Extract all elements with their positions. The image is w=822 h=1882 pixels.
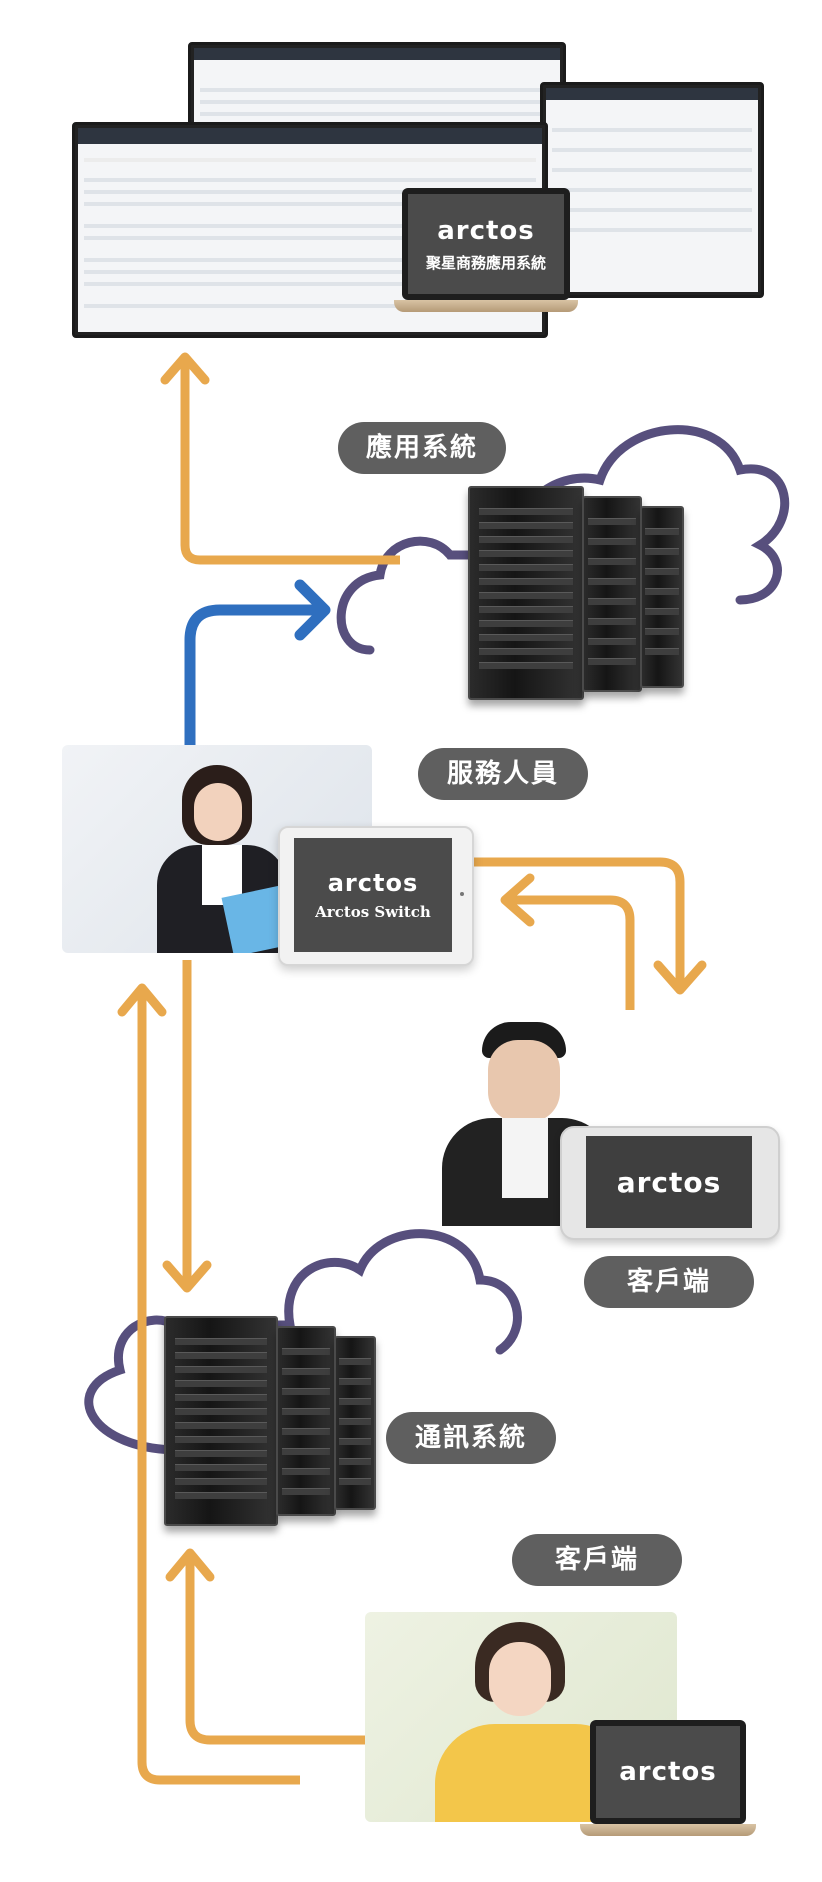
label-communication-system: 通訊系統 — [386, 1412, 556, 1464]
flow-client-to-tablet — [510, 895, 635, 1010]
photo-client-1 — [372, 1018, 682, 1226]
server-bottom-3 — [334, 1336, 376, 1510]
flow-client2-to-comm — [185, 1555, 365, 1745]
arrowhead-comm — [162, 1260, 212, 1293]
arrowhead-tablet — [500, 873, 535, 927]
arrowhead-server — [294, 579, 331, 641]
laptop-top: arctos 聚星商務應用系統 — [394, 188, 578, 332]
arctos-logo: arctos — [437, 215, 535, 246]
arctos-logo: arctos — [619, 1757, 717, 1787]
tablet-home-dot — [460, 892, 464, 896]
arrowhead-client1 — [653, 960, 707, 995]
tablet-screen: arctos Arctos Switch — [294, 838, 452, 952]
phone-screen: arctos — [586, 1136, 752, 1228]
laptop-top-screen: arctos 聚星商務應用系統 — [408, 194, 564, 294]
arrowhead-staff — [117, 983, 167, 1017]
laptop-bottom: arctos — [580, 1720, 756, 1846]
tablet-subtitle: Arctos Switch — [315, 903, 431, 921]
laptop-bottom-screen: arctos — [596, 1726, 740, 1818]
arrowhead-app — [160, 352, 210, 385]
server-bottom-2 — [276, 1326, 336, 1516]
phone: arctos — [560, 1126, 780, 1240]
arctos-logo: arctos — [616, 1165, 722, 1199]
arctos-logo: arctos — [327, 869, 419, 897]
label-client-2: 客戶端 — [512, 1534, 682, 1586]
laptop-top-subtitle: 聚星商務應用系統 — [425, 253, 546, 272]
tablet: arctos Arctos Switch — [278, 826, 474, 966]
server-top-3 — [640, 506, 684, 688]
arrowhead-comm-up — [165, 1548, 215, 1582]
server-top-1 — [468, 486, 584, 700]
label-application-system: 應用系統 — [338, 422, 506, 474]
flow-server-to-app — [180, 360, 400, 565]
cloud-bottom — [84, 1229, 522, 1455]
flow-client2-to-staff — [137, 990, 300, 1785]
label-client-1: 客戶端 — [584, 1256, 754, 1308]
cloud-top — [336, 425, 790, 655]
label-service-staff: 服務人員 — [418, 748, 588, 800]
server-bottom-1 — [164, 1316, 278, 1526]
monitor-right — [540, 82, 764, 298]
flow-tablet-to-client — [470, 857, 685, 985]
flow-staff-to-server — [184, 604, 320, 745]
server-top-2 — [582, 496, 642, 692]
